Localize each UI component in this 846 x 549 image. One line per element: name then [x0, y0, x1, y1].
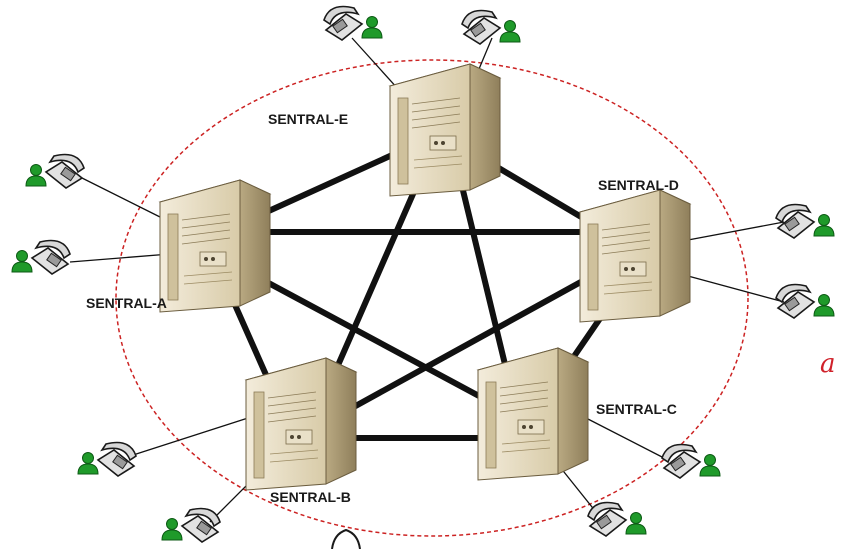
node-label-e: SENTRAL-E — [268, 111, 348, 127]
server-icon — [159, 179, 271, 313]
endpoint-link — [585, 417, 665, 459]
telephone-user-icon — [161, 507, 221, 543]
telephone-user-icon — [323, 5, 383, 41]
node-label-d: SENTRAL-D — [598, 177, 679, 193]
endpoint-link — [69, 253, 171, 263]
server-icon — [579, 189, 691, 323]
server-d — [579, 189, 691, 323]
endpoint-link — [687, 221, 785, 241]
telephone-user-icon — [775, 203, 835, 239]
telephone-user-icon — [11, 239, 71, 275]
server-icon — [477, 347, 589, 481]
endpoint-link — [129, 417, 249, 457]
link-d-b — [309, 253, 631, 433]
endpoint-link — [687, 275, 785, 303]
server-icon — [389, 63, 501, 197]
server-e — [389, 63, 501, 197]
telephone-user-icon — [661, 443, 721, 479]
server-b — [245, 357, 357, 491]
node-label-c: SENTRAL-C — [596, 401, 677, 417]
node-label-b: SENTRAL-B — [270, 489, 351, 505]
server-a — [159, 179, 271, 313]
network-boundary-ring — [115, 59, 749, 537]
telephone-fragment-icon — [331, 528, 361, 549]
link-a-c — [219, 255, 523, 421]
telephone-user-icon — [77, 441, 137, 477]
server-c — [477, 347, 589, 481]
figure-tag: a — [820, 349, 836, 379]
telephone-user-icon — [587, 501, 647, 537]
server-icon — [245, 357, 357, 491]
telephone-user-icon — [775, 283, 835, 319]
telephone-user-icon — [25, 153, 85, 189]
node-label-a: SENTRAL-A — [86, 295, 167, 311]
endpoint-link — [81, 177, 171, 223]
